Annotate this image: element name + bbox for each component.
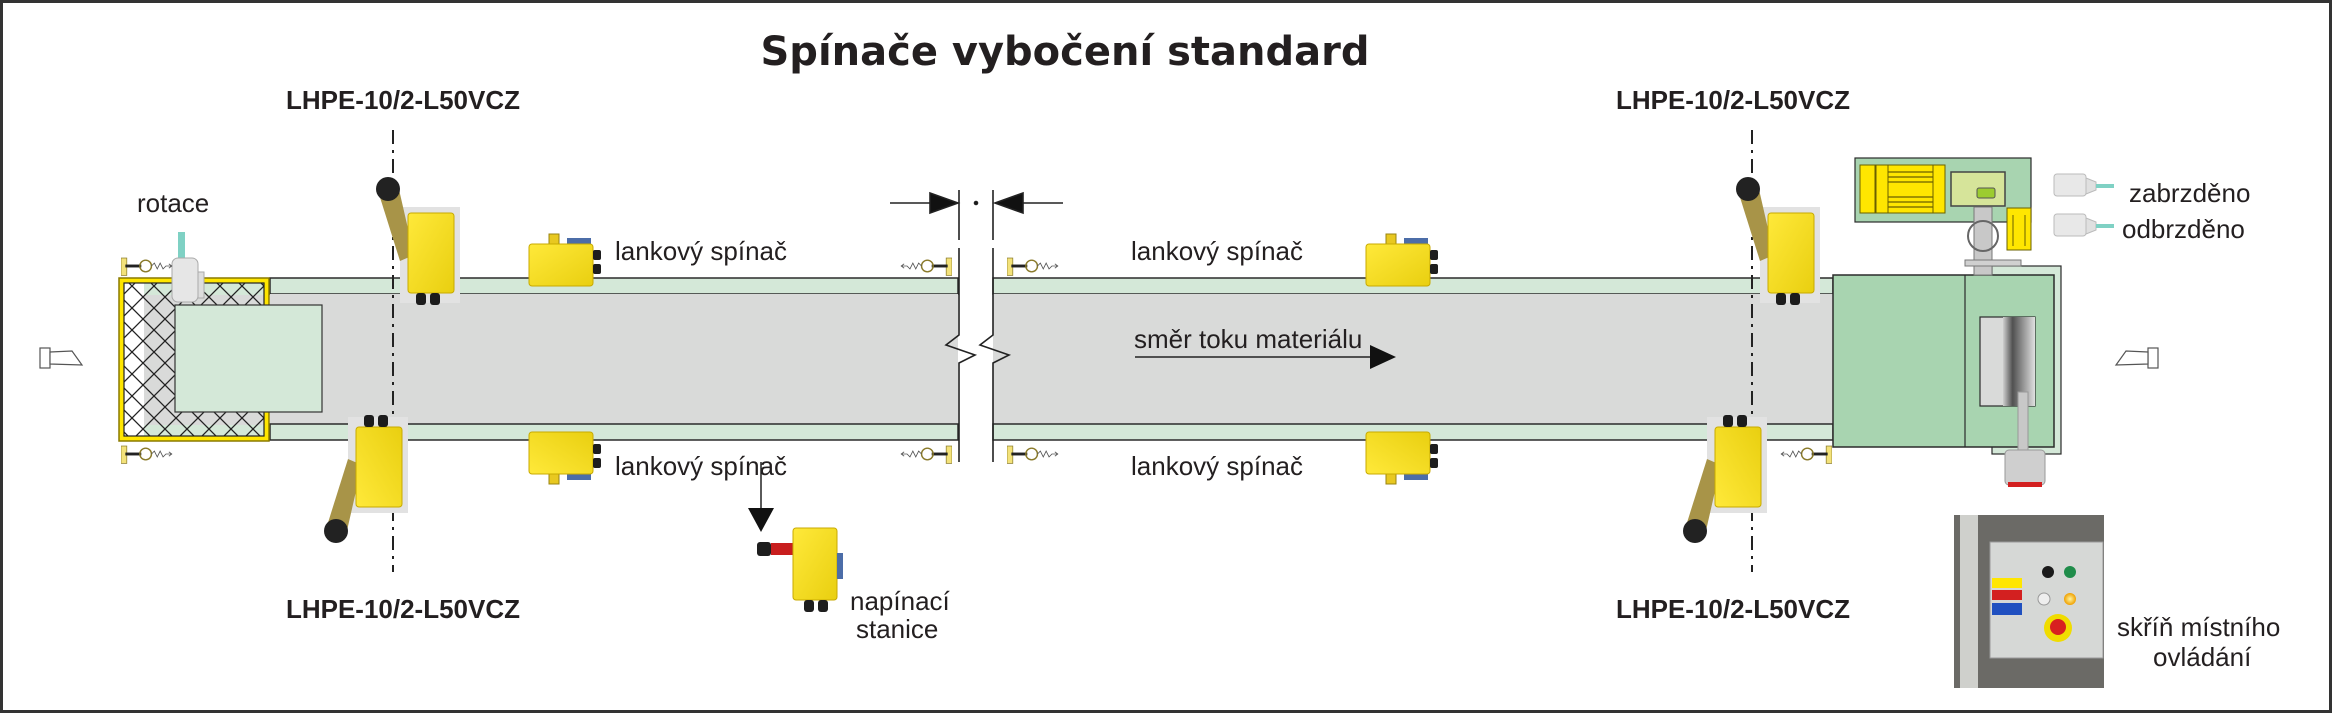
model-label-top-right: LHPE-10/2-L50VCZ (1616, 85, 1850, 115)
tension-station-arrow (748, 462, 774, 532)
braked-label: zabrzděno (2129, 178, 2250, 208)
model-label-top-left: LHPE-10/2-L50VCZ (286, 85, 520, 115)
brake-sensor-released (2053, 213, 2114, 237)
belt-break-symbol (890, 190, 1063, 462)
model-label-bottom-right: LHPE-10/2-L50VCZ (1616, 594, 1850, 624)
pull-cord-label-bottom-left: lankový spínač (615, 451, 787, 481)
tension-station-label-line1: napínací (850, 586, 951, 616)
conveyor-belt-left (269, 277, 959, 441)
drive-motor-gearbox (1854, 157, 2032, 276)
pull-cord-label-top-left: lankový spínač (615, 236, 787, 266)
brake-sensor-braked (2053, 173, 2114, 197)
tail-pulley-guard (118, 277, 323, 442)
pull-cord-label-top-right: lankový spínač (1131, 236, 1303, 266)
model-label-bottom-left: LHPE-10/2-L50VCZ (286, 594, 520, 624)
drive-head (1832, 265, 2062, 455)
control-box-label-line2: ovládání (2153, 642, 2252, 672)
released-label: odbrzděno (2122, 214, 2245, 244)
tail-pulley (174, 304, 323, 413)
pull-cord-label-bottom-right: lankový spínač (1131, 451, 1303, 481)
rotation-sensor (171, 232, 205, 303)
conveyor-belt-right (992, 277, 1834, 441)
rotation-label: rotace (137, 188, 209, 218)
control-box-label-line1: skříň místního (2117, 612, 2280, 642)
head-end-stop-icon (2114, 347, 2159, 369)
tail-end-stop-icon (39, 347, 84, 369)
flow-direction-label: směr toku materiálu (1134, 324, 1362, 354)
flow-direction-arrow (1135, 345, 1396, 369)
local-control-box (1954, 515, 2104, 688)
head-rotation-sensor (2004, 391, 2046, 487)
diagram-title: Spínače vybočení standard (761, 29, 1370, 75)
tension-station-label-line2: stanice (856, 614, 938, 644)
tension-station-switch (757, 527, 843, 612)
